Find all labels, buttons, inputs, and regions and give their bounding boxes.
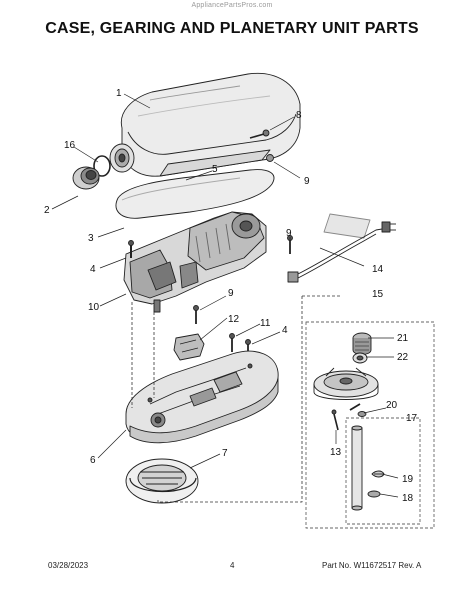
rear-screw [249, 129, 270, 139]
callout-11: 11 [260, 318, 271, 329]
callout-9-top: 9 [304, 176, 310, 187]
callout-18: 18 [402, 493, 414, 504]
callout-15: 15 [372, 289, 384, 300]
motor-housing-cover [120, 72, 301, 177]
callout-6: 6 [90, 455, 96, 466]
shaft-pin [367, 490, 381, 498]
callout-19: 19 [402, 474, 414, 485]
callout-21: 21 [397, 333, 409, 344]
callout-1: 1 [116, 88, 122, 99]
beater-shaft [351, 425, 363, 511]
rear-nut [266, 154, 274, 162]
trim-band [115, 169, 275, 219]
callout-8: 8 [296, 110, 302, 121]
base-gasket [125, 458, 199, 504]
planetary-unit-frame [305, 321, 435, 529]
gear-bushing [352, 352, 368, 364]
housing-hub [109, 143, 135, 173]
power-cord [287, 213, 396, 283]
callout-12: 12 [228, 314, 240, 325]
reference-lines [131, 295, 340, 503]
callout-22: 22 [397, 352, 409, 363]
callout-5: 5 [212, 164, 218, 175]
callout-2: 2 [44, 205, 50, 216]
callout-9-mid: 9 [286, 228, 292, 239]
callout-16: 16 [64, 140, 76, 151]
footer-date: 03/28/2023 [48, 561, 89, 570]
leader-lines [51, 93, 399, 498]
callout-13: 13 [330, 447, 342, 458]
control-bracket [173, 333, 205, 361]
planetary-gear [352, 332, 372, 355]
footer-part-number: Part No. W11672517 Rev. A [322, 561, 422, 570]
page-title: CASE, GEARING AND PLANETARY UNIT PARTS [45, 20, 419, 37]
motor-gear-assembly [123, 211, 267, 313]
shaft-spring [371, 470, 385, 478]
footer-page-number: 4 [230, 561, 235, 570]
gear-case-base [125, 350, 279, 444]
callout-7: 7 [222, 448, 228, 459]
hub-gasket [93, 155, 111, 177]
watermark: AppliancePartsPros.com [191, 2, 273, 9]
bracket-screw [193, 305, 199, 324]
callout-3: 3 [88, 233, 94, 244]
callout-9-low: 9 [228, 288, 234, 299]
planetary-pin [349, 403, 367, 417]
gearbox-screw [128, 240, 134, 258]
callout-17: 17 [406, 413, 418, 424]
callout-14: 14 [372, 264, 384, 275]
callout-labels: 1 16 2 8 9 5 3 4 9 14 10 15 9 12 11 4 21… [44, 88, 418, 504]
callout-20: 20 [386, 400, 398, 411]
hub-cap [72, 166, 100, 190]
planetary-cup [313, 367, 379, 400]
callout-4-left: 4 [90, 264, 96, 275]
callout-10: 10 [88, 302, 100, 313]
callout-4-right: 4 [282, 325, 288, 336]
cup-screw [331, 409, 339, 431]
